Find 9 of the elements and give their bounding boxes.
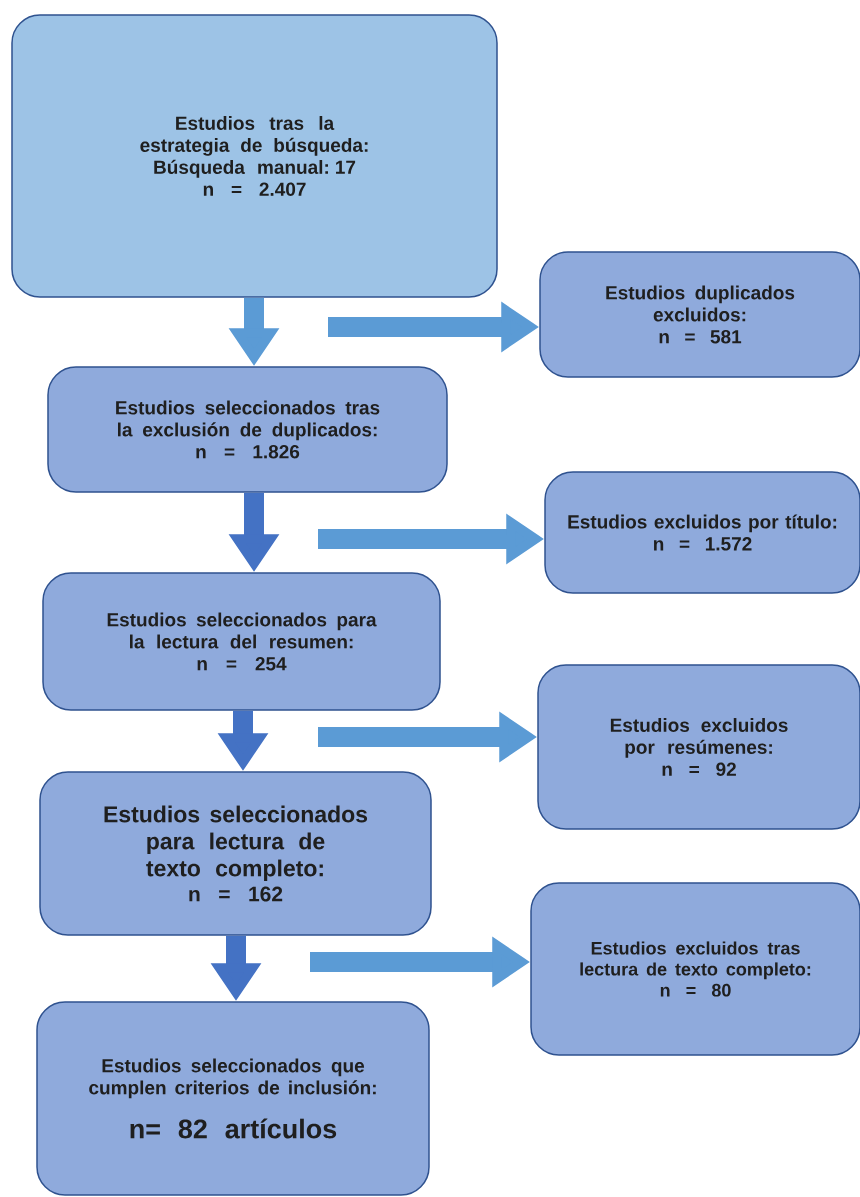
- process-box: Estudios excluidos tras lectura de texto completo: n = 80: [530, 882, 860, 1056]
- process-box: Estudios seleccionados tras la exclusión de duplicados: n = 1.826: [47, 366, 448, 493]
- process-box: Estudios tras la estrategia de búsqueda: Búsqueda manual: 17 n = 2.407: [11, 14, 498, 298]
- process-box: Estudios seleccionados que cumplen criterios de inclusión: n= 82 artículos: [36, 1001, 430, 1196]
- process-box: Estudios duplicados excluidos: n = 581: [539, 251, 860, 378]
- process-box: Estudios seleccionados para la lectura del resumen: n = 254: [42, 572, 441, 711]
- process-box: Estudios seleccionados para lectura de texto completo: n = 162: [39, 771, 432, 936]
- process-box: Estudios excluidos por título: n = 1.572: [544, 471, 860, 594]
- process-box: Estudios excluidos por resúmenes: n = 92: [537, 664, 860, 830]
